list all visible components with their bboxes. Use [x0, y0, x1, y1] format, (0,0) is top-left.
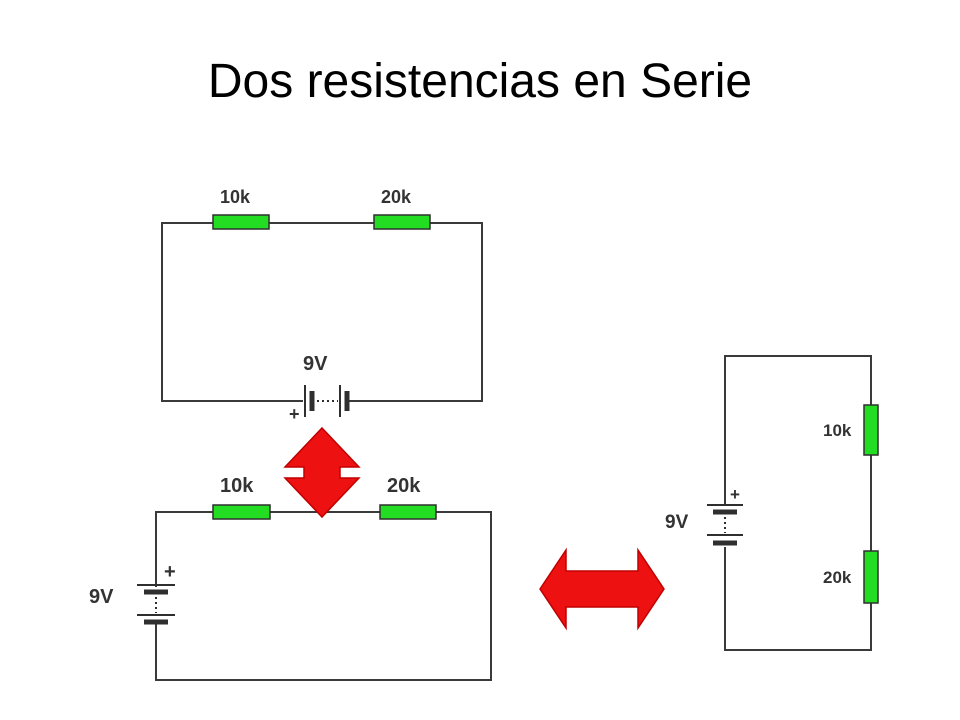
right-circuit: 10k 20k 9V + — [665, 355, 879, 651]
bottom-battery-polarity: + — [164, 561, 176, 583]
right-battery-polarity: + — [730, 485, 740, 504]
bottom-resistor-20k — [379, 504, 437, 520]
top-resistor-10k-label: 10k — [220, 187, 251, 207]
bottom-battery — [137, 584, 175, 625]
right-resistor-20k-label: 20k — [823, 568, 852, 587]
vertical-double-arrow — [283, 426, 361, 519]
bottom-resistor-20k-label: 20k — [387, 475, 421, 497]
top-resistor-20k-label: 20k — [381, 187, 412, 207]
horizontal-double-arrow — [539, 547, 665, 631]
right-resistor-10k — [863, 404, 879, 456]
bottom-circuit-wire — [155, 511, 492, 681]
slide-title: Dos resistencias en Serie — [207, 55, 753, 108]
top-battery-polarity: + — [289, 404, 300, 424]
top-circuit: 10k 20k 9V + — [161, 187, 483, 424]
bottom-circuit: 10k 20k 9V + — [89, 475, 492, 681]
right-resistor-10k-label: 10k — [823, 421, 852, 440]
bottom-resistor-10k-label: 10k — [220, 475, 254, 497]
right-battery — [707, 504, 743, 546]
top-resistor-10k — [212, 214, 270, 230]
right-resistor-20k — [863, 550, 879, 604]
top-resistor-20k — [373, 214, 431, 230]
right-battery-label: 9V — [665, 512, 689, 533]
right-circuit-wire — [724, 355, 872, 651]
top-circuit-wire — [161, 222, 483, 402]
top-battery — [304, 385, 350, 417]
top-battery-label: 9V — [303, 353, 328, 375]
bottom-resistor-10k — [212, 504, 271, 520]
bottom-battery-label: 9V — [89, 586, 114, 608]
